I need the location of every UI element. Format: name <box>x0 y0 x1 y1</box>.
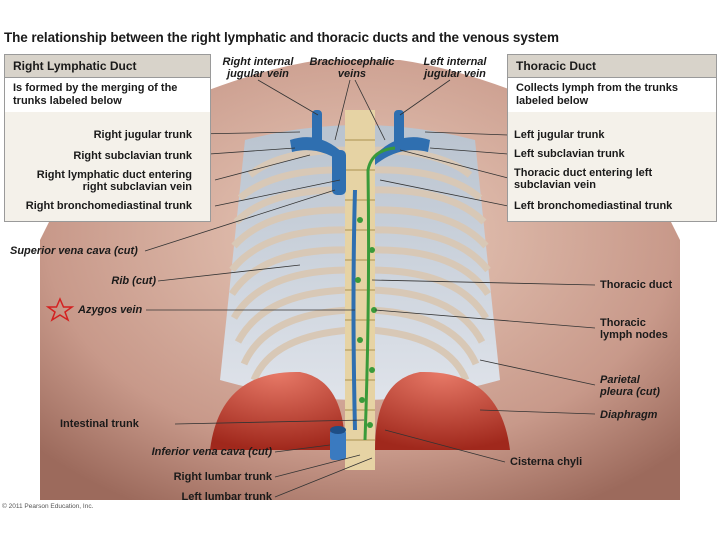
venous-system <box>290 110 430 460</box>
azygos-vein-path <box>351 189 357 431</box>
label-left-bronchomediastinal-trunk: Left bronchomediastinal trunk <box>514 200 673 212</box>
thoracic-duct-path <box>363 146 396 441</box>
label-diaphragm: Diaphragm <box>600 409 658 421</box>
label-left-jugular-trunk: Left jugular trunk <box>514 129 605 141</box>
right-lymphatic-duct-heading: Right Lymphatic Duct <box>5 55 210 78</box>
label-rib: Rib (cut) <box>111 275 156 287</box>
leader-lines-top <box>257 79 451 141</box>
leader-lines-right <box>371 131 596 463</box>
label-left-internal-jugular: Left internal jugular vein <box>423 56 487 80</box>
right-lymphatic-duct-box: Right Lymphatic Duct Is formed by the me… <box>4 54 211 222</box>
label-right-internal-jugular: Right internal jugular vein <box>222 56 294 80</box>
label-right-jugular-trunk: Right jugular trunk <box>93 129 192 141</box>
label-thoracic-duct-entering: Thoracic duct entering left subclavian v… <box>514 167 653 191</box>
thoracic-duct-box: Thoracic Duct Collects lymph from the tr… <box>507 54 717 222</box>
diaphragm-left <box>210 371 345 450</box>
label-superior-vena-cava: Superior vena cava (cut) <box>10 245 138 257</box>
vertebra-lines <box>345 139 375 441</box>
label-thoracic-lymph-nodes: Thoracic lymph nodes <box>600 317 668 341</box>
leader-lines-left <box>144 131 373 498</box>
label-left-lumbar-trunk: Left lumbar trunk <box>181 491 272 503</box>
label-right-subclavian-trunk: Right subclavian trunk <box>73 150 192 162</box>
label-right-lymphatic-duct-entering: Right lymphatic duct entering right subc… <box>36 169 192 193</box>
label-parietal-pleura: Parietal pleura (cut) <box>600 374 660 398</box>
right-lymphatic-duct-description: Is formed by the merging of the trunks l… <box>5 78 210 112</box>
figure-title: The relationship between the right lymph… <box>4 30 559 45</box>
thoracic-duct-description: Collects lymph from the trunks labeled b… <box>508 78 716 112</box>
thoracic-duct-heading: Thoracic Duct <box>508 55 716 78</box>
ribs-right <box>369 146 491 382</box>
label-brachiocephalic: Brachiocephalic veins <box>309 56 395 80</box>
copyright-notice: © 2011 Pearson Education, Inc. <box>2 503 94 510</box>
label-left-subclavian-trunk: Left subclavian trunk <box>514 148 625 160</box>
thoracic-lymph-nodes <box>355 217 377 428</box>
diaphragm-right <box>375 371 510 450</box>
label-thoracic-duct: Thoracic duct <box>600 279 673 291</box>
label-inferior-vena-cava: Inferior vena cava (cut) <box>151 446 272 458</box>
label-right-lumbar-trunk: Right lumbar trunk <box>173 471 272 483</box>
label-azygos-vein: Azygos vein <box>78 304 143 316</box>
label-right-bronchomediastinal-trunk: Right bronchomediastinal trunk <box>25 200 192 212</box>
label-intestinal-trunk: Intestinal trunk <box>60 418 139 430</box>
star-marker <box>45 297 75 322</box>
label-cisterna-chyli: Cisterna chyli <box>510 456 583 468</box>
